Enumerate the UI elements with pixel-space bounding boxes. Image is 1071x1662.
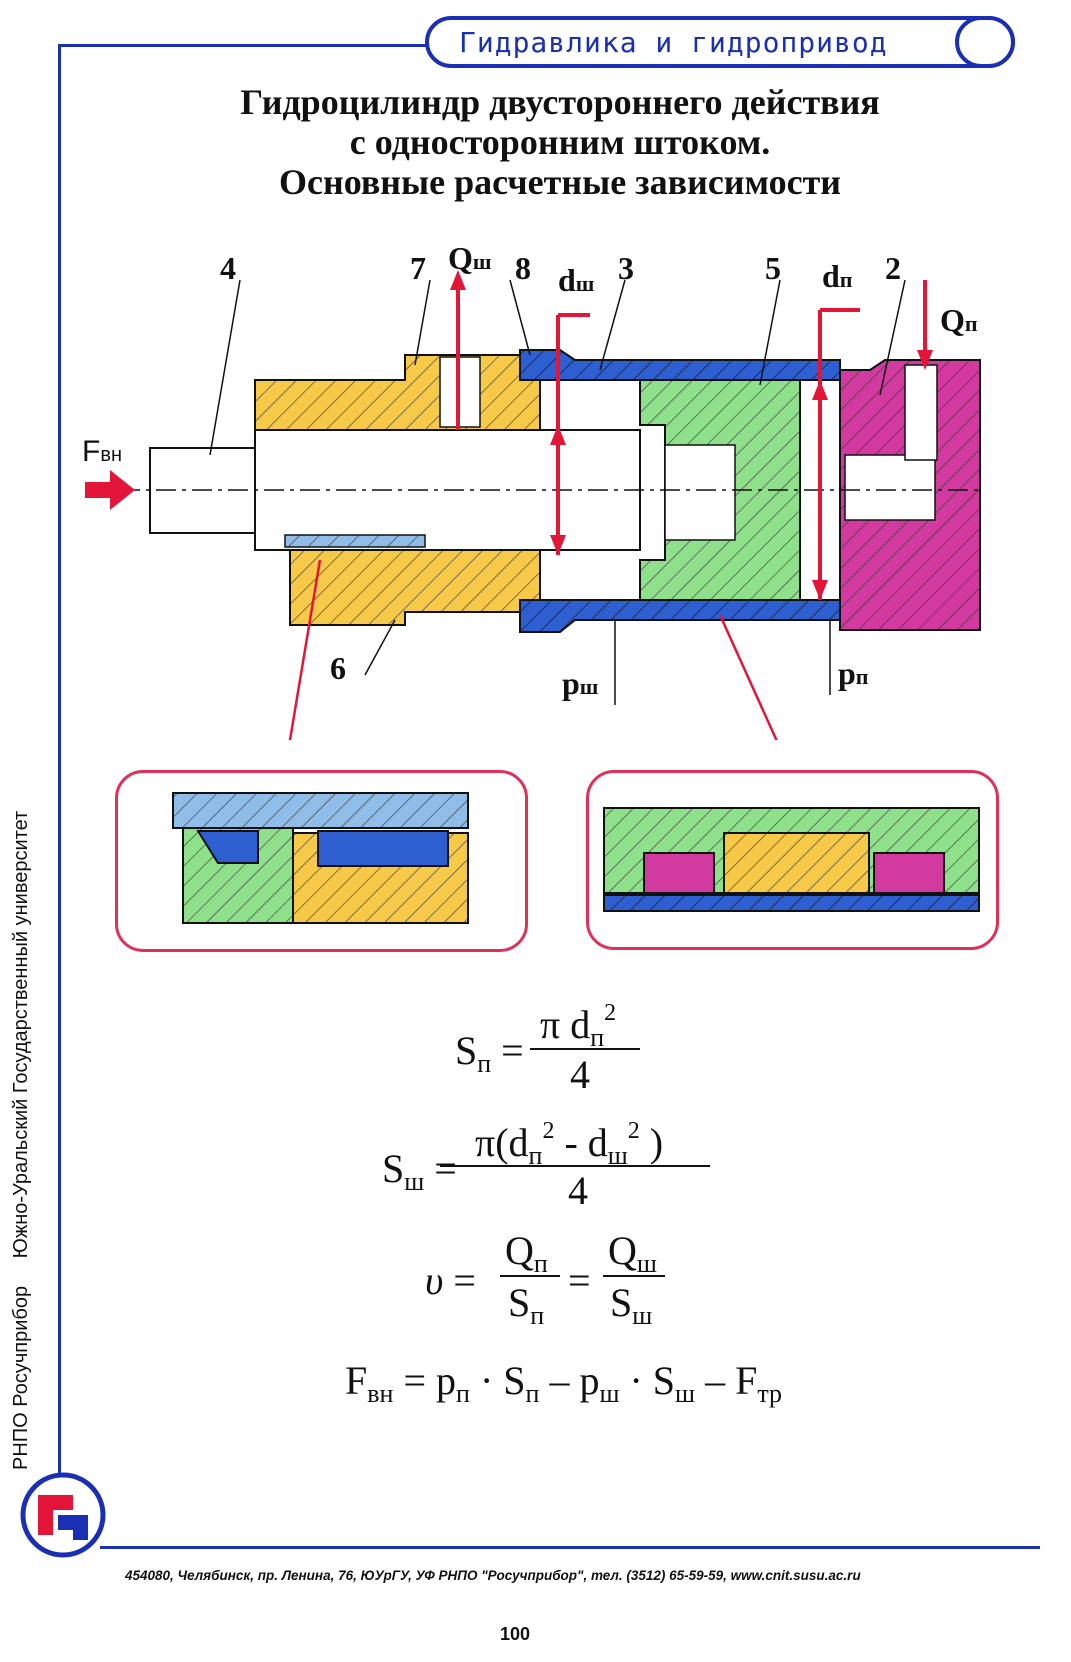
label-d-rod: dш xyxy=(558,262,595,298)
formula-1-den: 4 xyxy=(570,1052,590,1097)
side-org-1: РНПО Росучприбор xyxy=(10,1285,32,1470)
formula-2-den: 4 xyxy=(568,1168,588,1213)
label-q-rod: Qш xyxy=(448,240,492,276)
barrel-bottom xyxy=(519,599,841,633)
callout-3: 3 xyxy=(618,250,634,286)
formula-1-bar xyxy=(530,1048,640,1050)
formula-1-num: π dп2 xyxy=(540,1000,617,1052)
frame-left-line xyxy=(58,44,61,1549)
formula-1-lhs: Sп = xyxy=(455,1028,524,1078)
label-d-piston: dп xyxy=(822,258,853,294)
formula-3-d2: Sш xyxy=(610,1280,653,1330)
gland-top xyxy=(254,354,541,431)
barrel-top xyxy=(519,349,841,381)
header-badge-cap xyxy=(955,16,1015,68)
detail-piston-seal xyxy=(586,770,999,950)
side-text: РНПО Росучприбор Южно-Уральский Государс… xyxy=(10,789,33,1470)
formula-2-num: π(dп2 - dш2 ) xyxy=(475,1118,664,1170)
rod-seal xyxy=(284,534,426,548)
detail-rod-seal xyxy=(115,770,528,952)
frame-top-line xyxy=(60,44,460,47)
page-title-line-2: с односторонним штоком. xyxy=(349,122,771,162)
callout-5: 5 xyxy=(765,250,781,286)
gland-bottom xyxy=(289,549,541,626)
formula-3-bar-2 xyxy=(603,1275,665,1277)
piston-bore xyxy=(664,444,736,541)
label-p-piston: pп xyxy=(838,655,869,691)
label-q-piston: Qп xyxy=(940,302,978,338)
label-p-rod: pш xyxy=(562,665,599,701)
end-cap-bore xyxy=(844,454,936,521)
formula-4: Fвн = pп · Sп – pш · Sш – Fтр xyxy=(345,1358,783,1408)
footer-address: 454080, Челябинск, пр. Ленина, 76, ЮУрГУ… xyxy=(125,1568,861,1583)
formula-3-eq: = xyxy=(568,1258,591,1303)
formula-2-lhs: Sш = xyxy=(382,1146,457,1196)
callout-8: 8 xyxy=(515,250,531,286)
header-title: Гидравлика и гидропривод xyxy=(459,26,888,59)
callout-2: 2 xyxy=(885,250,901,286)
formula-3-n1: Qп xyxy=(505,1228,548,1278)
frame-bottom-line xyxy=(100,1546,1040,1549)
page-number: 100 xyxy=(500,1624,531,1644)
label-f-ext: Fвн xyxy=(82,435,122,468)
formula-2-bar xyxy=(440,1165,710,1167)
side-org-2: Южно-Уральский Государственный университ… xyxy=(10,810,32,1259)
callout-6: 6 xyxy=(330,650,346,686)
page-title-line-3: Основные расчетные зависимости xyxy=(279,162,841,202)
callout-4: 4 xyxy=(220,250,236,286)
force-arrow-icon xyxy=(85,470,135,510)
formula-3-d1: Sп xyxy=(508,1280,545,1330)
page-title: Гидроцилиндр двустороннего действия с од… xyxy=(120,82,1000,202)
logo-icon xyxy=(20,1472,106,1558)
formula-3-bar-1 xyxy=(500,1275,560,1277)
cylinder-diagram xyxy=(85,270,981,740)
formula-3-n2: Qш xyxy=(608,1228,657,1278)
page-title-line-1: Гидроцилиндр двустороннего действия xyxy=(240,82,880,122)
port-piston xyxy=(904,364,938,461)
header-badge: Гидравлика и гидропривод xyxy=(425,16,1015,68)
callout-7: 7 xyxy=(410,250,426,286)
formula-3-lhs: υ = xyxy=(425,1258,476,1303)
